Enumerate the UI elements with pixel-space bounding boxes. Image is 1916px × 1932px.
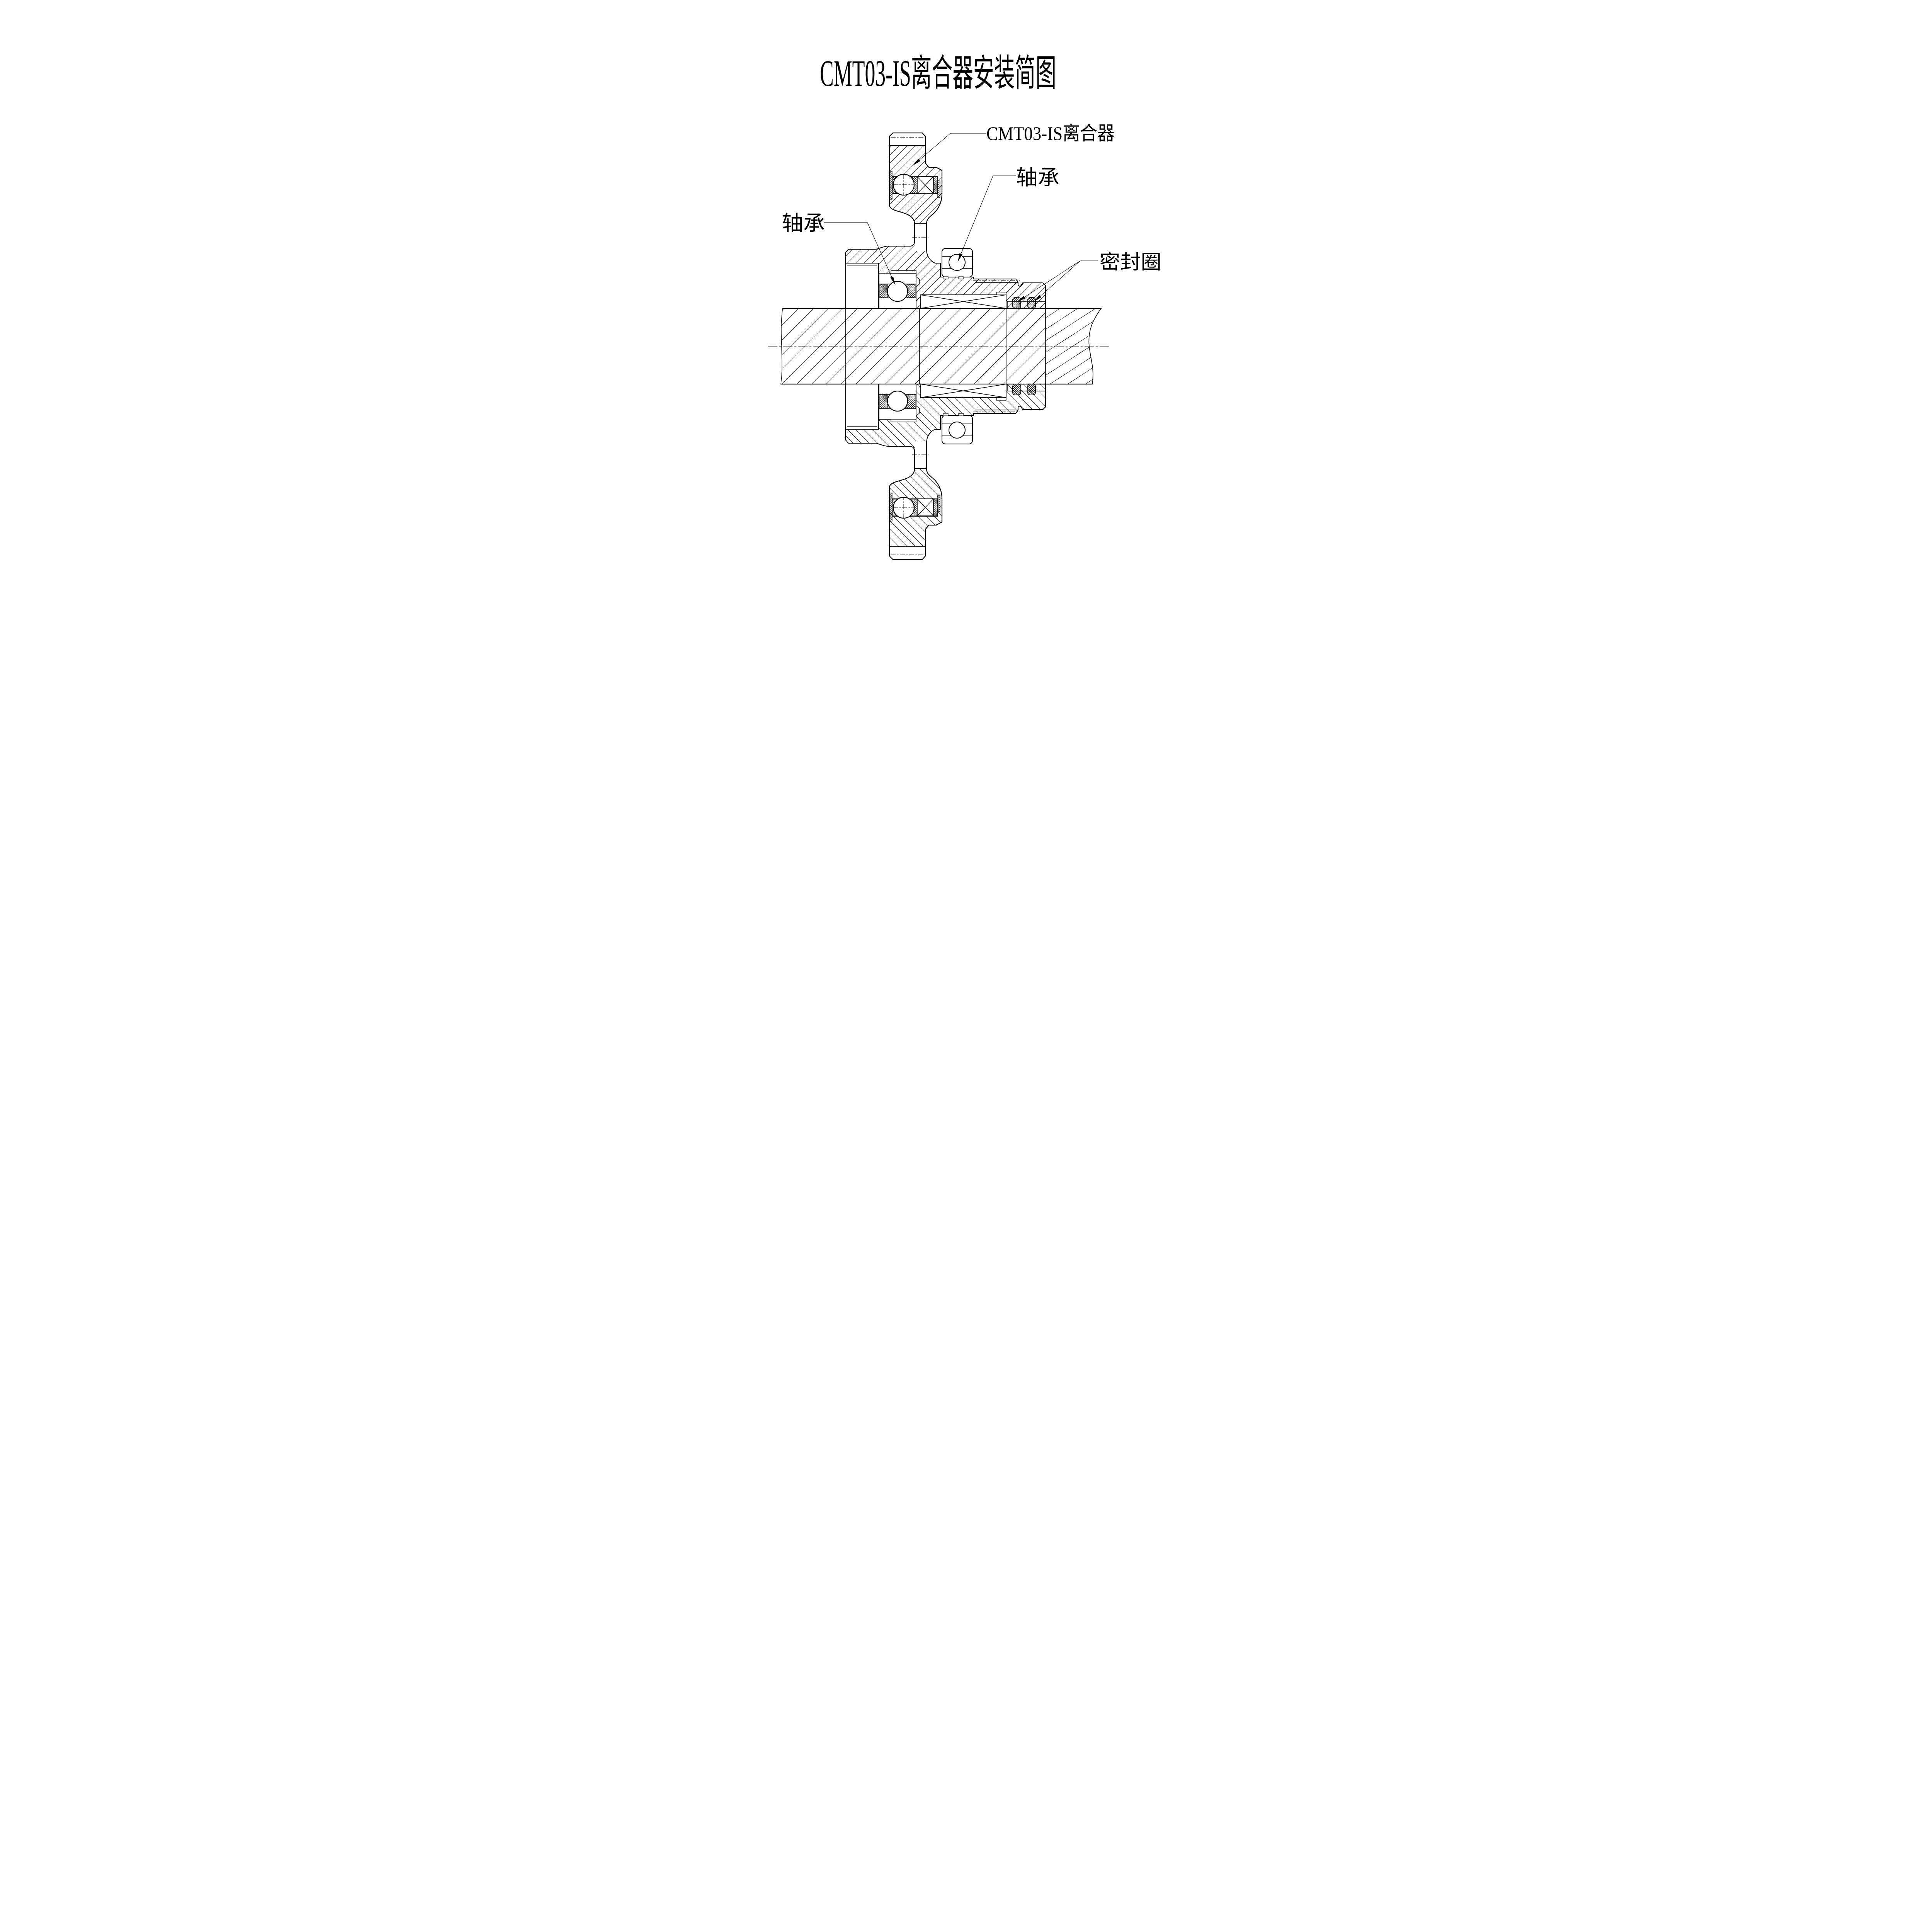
bearing-left-cage-left (879, 284, 887, 298)
coil-window (920, 292, 1006, 309)
leader-seal-1 (1017, 260, 1080, 302)
label-seal: 密封圈 (1100, 252, 1161, 274)
annotations: CMT03-IS离合器 轴承 轴承 密封圈 (782, 122, 1161, 302)
leader-clutch (913, 133, 986, 166)
bearing-right-foot-2 (958, 276, 964, 279)
bearing-left-cage-right (906, 284, 915, 298)
shaft-left-break-line (780, 308, 783, 384)
leader-seal-arrow-2 (1034, 295, 1041, 302)
leader-bearing-left (823, 222, 896, 285)
pulley-seal-strip-left (889, 171, 893, 200)
leader-clutch-arrow (913, 158, 920, 165)
label-bearing-right: 轴承 (1016, 166, 1059, 189)
leader-bearing-right-arrow (957, 253, 962, 262)
pulley-hub-face (889, 132, 926, 146)
label-bearing-left: 轴承 (782, 212, 825, 235)
bearing-left-retainer (915, 276, 920, 287)
label-clutch: CMT03-IS离合器 (986, 122, 1115, 144)
shaft (768, 308, 1111, 385)
coil-window-diagonal-2 (920, 294, 1006, 309)
leader-seal-2 (1034, 260, 1080, 302)
bearing-left-assembly (878, 270, 920, 309)
bearing-right-ball (948, 254, 966, 271)
drawing-page: CMT03-IS离合器安装简图 (745, 0, 1171, 602)
bearing-left-ball (887, 281, 908, 302)
mounting-flange-face (845, 263, 879, 309)
leader-bearing-right (957, 175, 1016, 262)
pole-step (996, 292, 1006, 295)
bearing-right-assembly (941, 248, 973, 279)
seal-ring-2 (1027, 297, 1036, 309)
bearing-left-lip (890, 270, 916, 274)
seal-carrier-detail (1006, 297, 1046, 309)
leader-seal-arrow-1 (1017, 296, 1025, 302)
upper-assembly (845, 132, 1046, 309)
pulley-spacer-diagonal-2 (916, 176, 934, 194)
pulley-bearing-assembly (889, 171, 940, 200)
seal-ring-1 (1012, 297, 1021, 309)
engineering-drawing: CMT03-IS离合器安装简图 (745, 0, 1171, 602)
pulley-seal-strip-right (933, 176, 938, 194)
bearing-right-foot-1 (942, 276, 949, 279)
leader-bearing-left-arrow (890, 276, 895, 285)
pulley-circlip (937, 180, 940, 198)
page-title: CMT03-IS离合器安装简图 (820, 53, 1056, 94)
